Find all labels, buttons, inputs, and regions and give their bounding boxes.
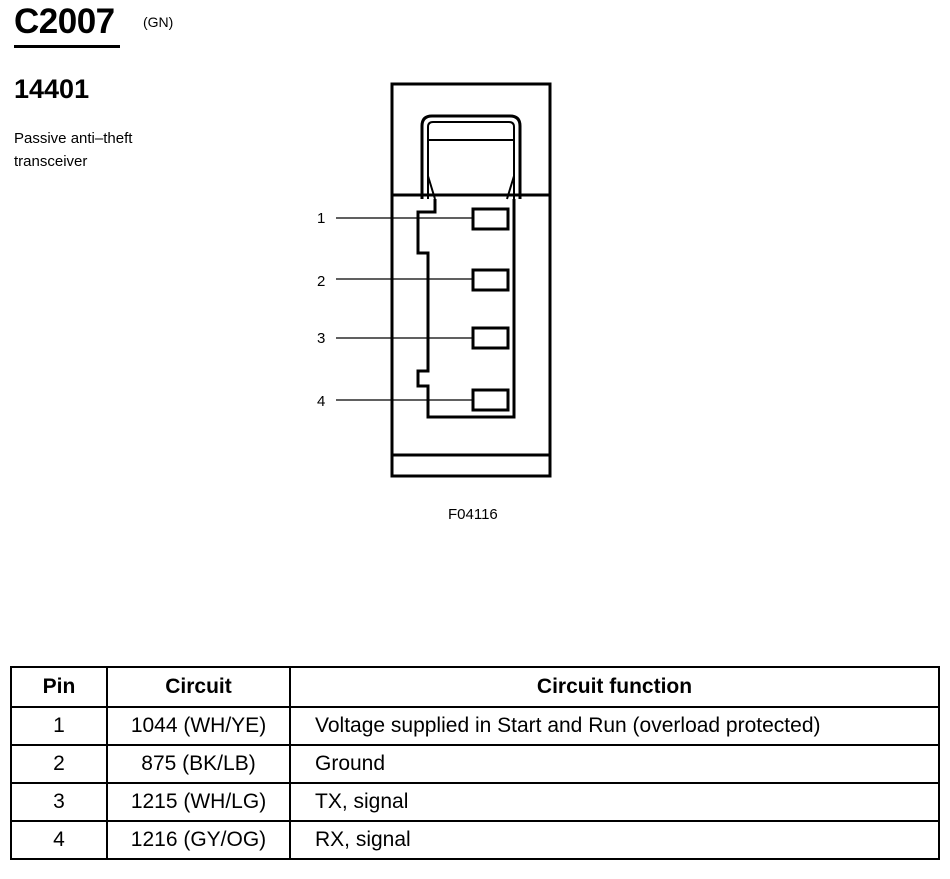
part-number: 14401 [14, 74, 90, 104]
table-row: 4 1216 (GY/OG) RX, signal [10, 820, 940, 860]
pinout-table: Pin Circuit Circuit function 1 1044 (WH/… [10, 666, 940, 860]
pin-1-terminal [471, 207, 510, 231]
header-circuit: Circuit [106, 666, 291, 708]
pin-cell: 2 [10, 744, 108, 784]
terminal-cavity [416, 199, 516, 419]
pin-3-terminal [471, 326, 510, 350]
locking-latch [420, 114, 522, 199]
pin-2-callout: 2 [317, 273, 325, 290]
circuit-cell: 875 (BK/LB) [106, 744, 291, 784]
function-cell: Ground [289, 744, 940, 784]
connector-housing [390, 82, 552, 478]
locking-latch-inner [427, 121, 515, 199]
description-line-2: transceiver [14, 153, 88, 170]
connector-id: C2007 [14, 2, 115, 41]
component-description: Passive anti–theft transceiver [14, 127, 214, 173]
pin-cell: 1 [10, 706, 108, 746]
pin-2-terminal [471, 268, 510, 292]
circuit-cell: 1215 (WH/LG) [106, 782, 291, 822]
pin-cell: 3 [10, 782, 108, 822]
pin-1-callout: 1 [317, 210, 325, 227]
circuit-cell: 1044 (WH/YE) [106, 706, 291, 746]
table-row: 2 875 (BK/LB) Ground [10, 744, 940, 784]
table-row: 3 1215 (WH/LG) TX, signal [10, 782, 940, 822]
function-cell: RX, signal [289, 820, 940, 860]
title-underline [14, 45, 120, 48]
header-circuit-function: Circuit function [289, 666, 940, 708]
pin-4-terminal [471, 388, 510, 412]
connector-color-code: (GN) [143, 14, 174, 30]
pin-cell: 4 [10, 820, 108, 860]
description-line-1: Passive anti–theft [14, 130, 133, 147]
header-pin: Pin [10, 666, 108, 708]
function-cell: Voltage supplied in Start and Run (overl… [289, 706, 940, 746]
circuit-cell: 1216 (GY/OG) [106, 820, 291, 860]
pin-4-callout: 4 [317, 393, 325, 410]
latch-taper-left [427, 175, 436, 200]
connector-face-diagram: 1 2 3 4 [317, 82, 552, 478]
table-header-row: Pin Circuit Circuit function [10, 666, 940, 708]
table-row: 1 1044 (WH/YE) Voltage supplied in Start… [10, 706, 940, 746]
latch-taper-right [506, 175, 515, 200]
function-cell: TX, signal [289, 782, 940, 822]
figure-id: F04116 [448, 506, 498, 523]
pin-3-callout: 3 [317, 330, 325, 347]
